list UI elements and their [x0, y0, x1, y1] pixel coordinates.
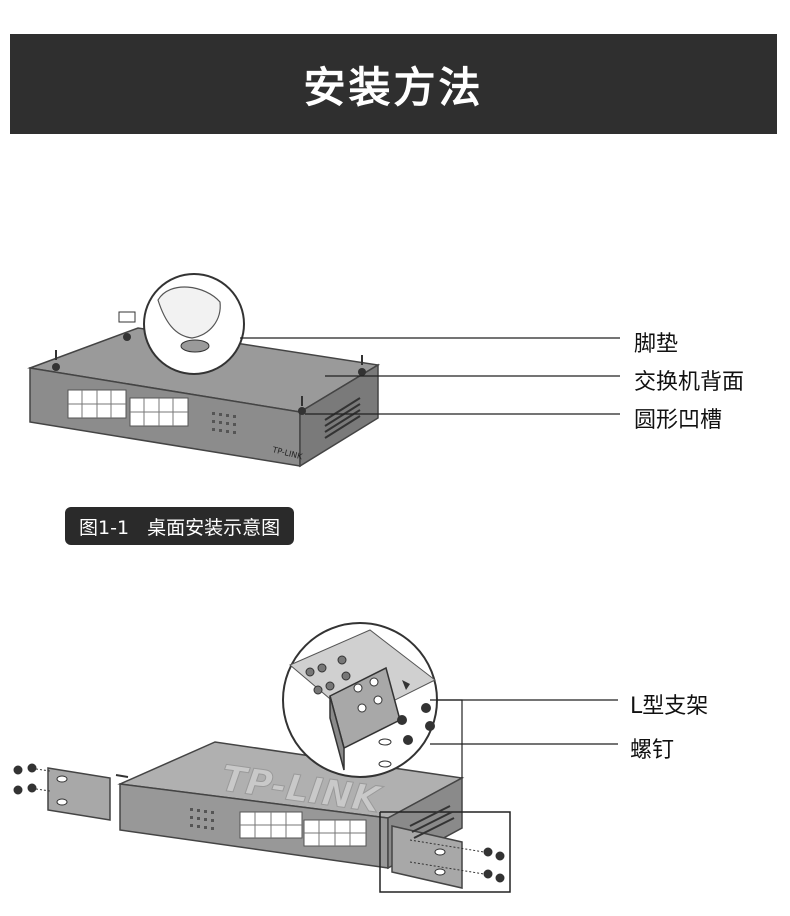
page-title: 安装方法	[303, 62, 484, 112]
left-l-bracket	[47, 767, 111, 821]
label-foot-pad: 脚垫	[634, 332, 679, 357]
right-l-bracket	[391, 825, 463, 889]
caption-text: 桌面安装示意图	[147, 516, 281, 539]
label-round-groove: 圆形凹槽	[634, 408, 723, 433]
foot-pad-markers	[52, 333, 366, 415]
left-screws	[13, 763, 51, 795]
label-screw: 螺钉	[630, 738, 675, 763]
header-banner: 安装方法	[10, 34, 777, 134]
right-screws	[409, 839, 505, 883]
caption-number: 图1-1	[79, 516, 130, 539]
label-l-bracket: L型支架	[630, 694, 709, 719]
figure-caption: 图1-1 桌面安装示意图	[65, 507, 295, 545]
label-switch-back: 交换机背面	[634, 370, 745, 395]
